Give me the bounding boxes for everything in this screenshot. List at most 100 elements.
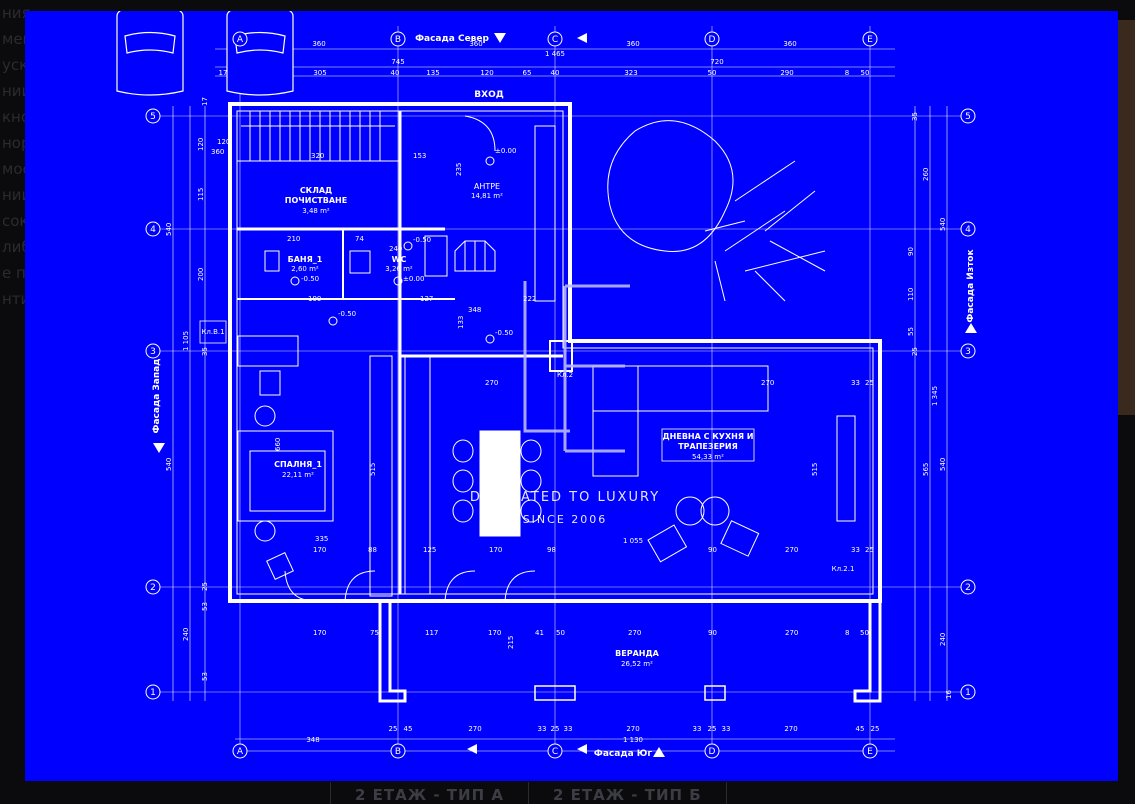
dim-text: 41 [535,629,544,637]
level-marker-text: -0.50 [413,236,431,244]
dim-text: 25 [708,725,717,733]
dim-text: 35 [201,347,209,356]
dim-text: 170 [313,546,326,554]
doors [284,115,536,602]
axis-label-e-top: E [867,35,873,45]
level-markers: ±0.00 ±0.00 -0.50 -0.50 -0.50 -0.50 [290,147,516,344]
dim-text: 98 [547,546,556,554]
top-dimensions: 360 360 360 360 745 1 465 720 17 305 40 … [219,40,870,77]
entrance-label: ВХОД [474,90,503,100]
dim-text: 17 [201,97,209,106]
dim-text: 222 [523,295,536,303]
axis-label-5-left: 5 [150,112,156,122]
level-marker-text: ±0.00 [495,147,516,155]
axis-label-3-left: 3 [150,347,156,357]
interior-dimensions: 120 360 320 153 235 210 74 240 190 127 2… [211,138,939,649]
room-veranda-area: 26,52 m² [621,660,653,668]
dim-text: 270 [784,725,797,733]
axis-label-4-right: 4 [965,225,971,235]
axis-label-1-right: 1 [965,688,971,698]
level-marker-text: ±0.00 [403,275,424,283]
dim-text: 270 [628,629,641,637]
left-dimensions: 540 540 1 105 240 200 115 120 [165,138,205,641]
axis-label-c-bottom: C [552,747,558,757]
section-arrow-icon [577,33,587,43]
dim-text: 33 [722,725,731,733]
axis-labels: A B C D E A B C D E 5 4 3 2 1 5 4 3 2 1 [150,35,971,757]
dim-text: 270 [785,546,798,554]
dim-text: 360 [783,40,796,48]
dim-text: 1 465 [545,50,565,58]
tab-floor-2-type-a[interactable]: 2 ЕТАЖ - ТИП А [330,782,528,804]
axis-bubbles [145,31,976,759]
room-bedroom-name: СПАЛНЯ_1 [274,460,322,469]
dim-text: 25 [871,725,880,733]
dim-text: 55 [907,327,915,336]
dim-text: 565 [922,463,930,476]
dim-text: 240 [389,245,402,253]
watermark-since: SINCE 2006 [523,513,608,526]
axis-grid-lines [153,26,968,756]
section-arrow-icon [577,744,587,754]
room-storage-area: 3,48 m² [302,207,330,215]
dim-text: 115 [197,188,205,201]
room-storage-name: СКЛАД [300,186,332,195]
dim-text: 170 [488,629,501,637]
window-tag-ka21: Кл.2.1 [832,565,855,573]
dim-text: 90 [708,629,717,637]
dim-text: 45 [404,725,413,733]
dim-text: 1 130 [623,736,643,744]
dimension-lines [172,48,948,752]
facade-north-label: Фасада Север [415,34,489,44]
room-storage-name-2: ПОЧИСТВАНЕ [285,196,347,205]
dim-text: 90 [708,546,717,554]
bg-text-line: мен [2,30,33,48]
axis-label-4-left: 4 [150,225,156,235]
axis-label-2-left: 2 [150,583,156,593]
dim-text: 720 [710,58,723,66]
window-tag-box [199,320,227,344]
north-arrow-icon [494,33,506,43]
building-walls [228,102,882,703]
car-icons [116,11,294,96]
dim-text: 335 [315,535,328,543]
room-living-area: 54,33 m² [692,453,724,461]
room-living-name: ДНЕВНА С КУХНЯ И [663,432,754,441]
dim-text: 8 [845,69,849,77]
dim-text: 190 [308,295,321,303]
dim-text: 260 [922,168,930,181]
bg-text-line: нии [2,186,32,204]
dim-text: 540 [939,458,947,471]
facade-east-label: Фасада Изток [966,249,976,322]
dim-text: 133 [457,316,465,329]
dim-text: 25 [201,582,209,591]
page-side-strip [1118,20,1135,415]
small-vertical-dimensions: 17 35 25 16 53 25 53 35 [201,97,953,699]
dim-text: 360 [626,40,639,48]
bottom-dimensions: 25 45 270 33 25 33 270 33 25 33 270 45 2… [306,725,879,744]
room-wc-area: 3,26 m² [385,265,413,273]
living-room-label-box [661,428,755,462]
dim-text: 215 [507,636,515,649]
dim-text: 35 [911,112,919,121]
dim-text: 25 [389,725,398,733]
bg-text-line: нор [2,134,31,152]
dim-text: 25 [865,546,874,554]
dim-text: 33 [693,725,702,733]
facade-west-label: Фасада Запад [152,359,162,434]
dim-text: 33 [564,725,573,733]
dim-text: 235 [455,163,463,176]
dim-text: 127 [420,295,433,303]
bg-text-line: мос [2,160,31,178]
dim-text: 170 [313,629,326,637]
tab-floor-2-type-b[interactable]: 2 ЕТАЖ - ТИП Б [527,782,727,804]
dim-text: 33 [538,725,547,733]
dim-text: 117 [425,629,438,637]
axis-label-1-left: 1 [150,688,156,698]
dim-text: 50 [556,629,565,637]
floor-plan-viewer[interactable]: DEDICATED TO LUXURY SINCE 2006 A B C D E… [25,11,1118,781]
room-bath-area: 2,60 m² [291,265,319,273]
room-bedroom-area: 22,11 m² [282,471,314,479]
dim-text: 270 [468,725,481,733]
dim-text: 240 [182,628,190,641]
